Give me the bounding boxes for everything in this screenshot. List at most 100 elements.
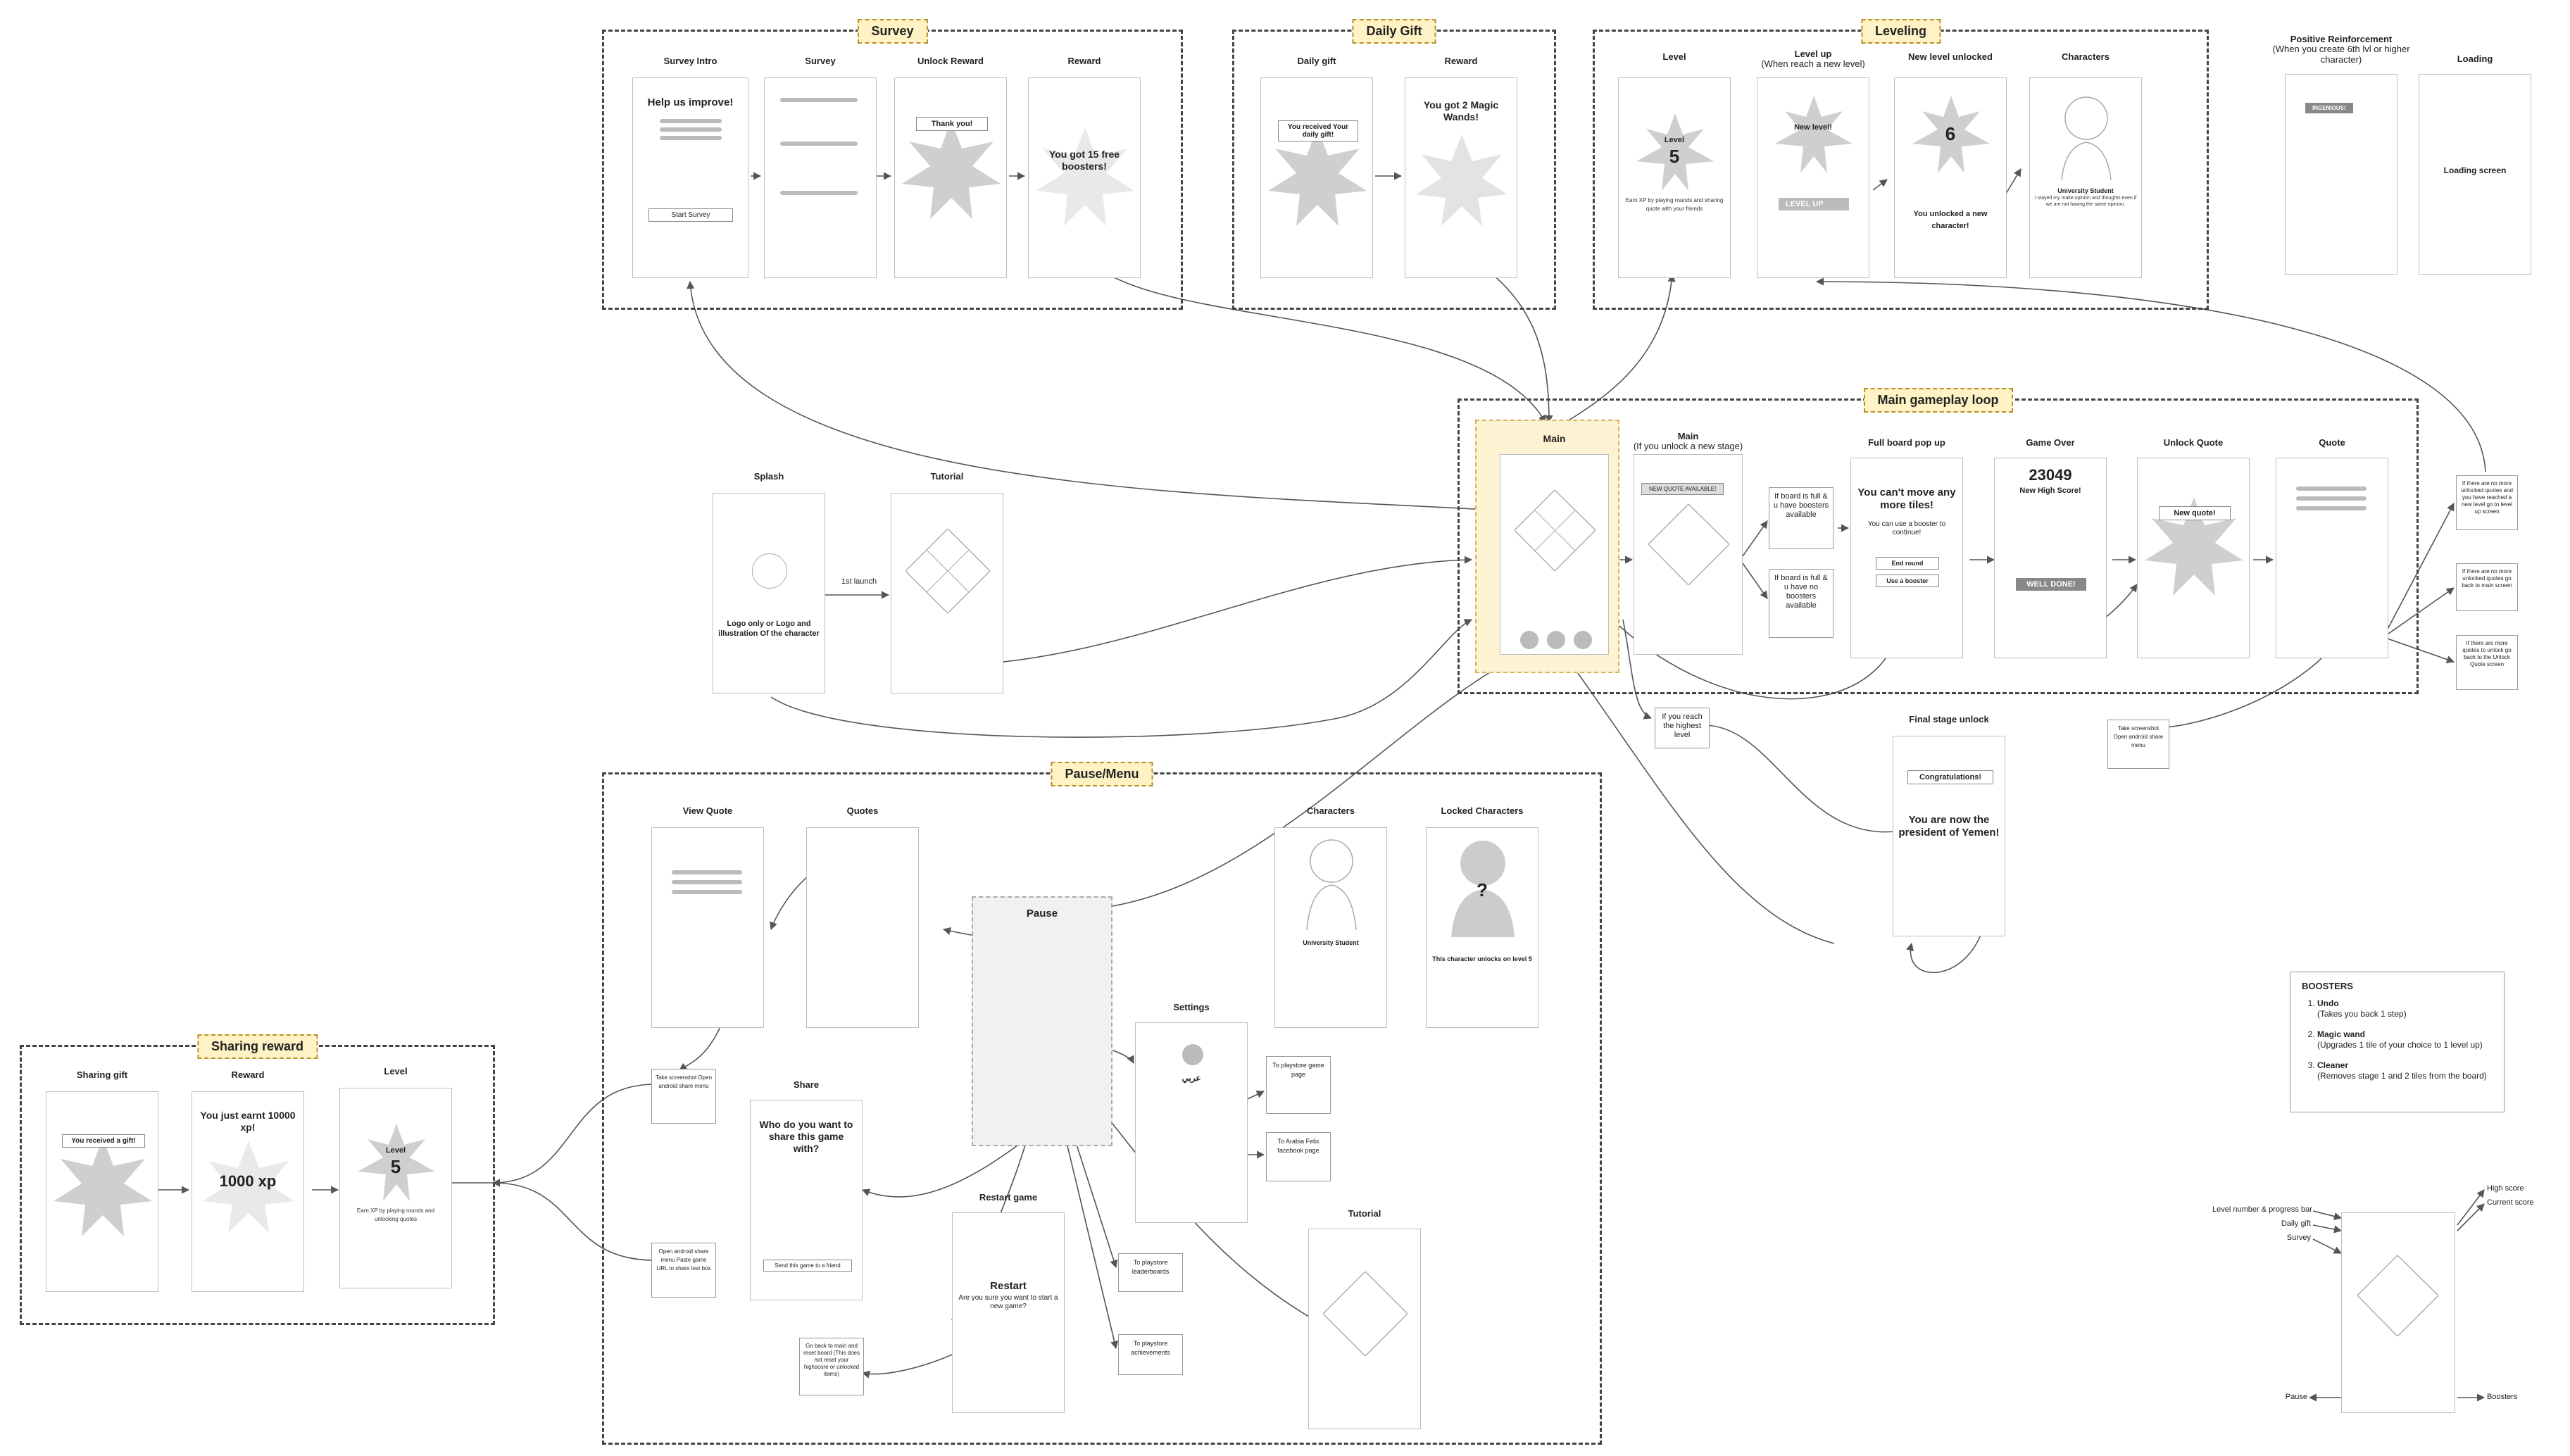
edge bbox=[2312, 1224, 2343, 1234]
screen-daily-gift: Daily gift You received Your daily gift! bbox=[1260, 56, 1373, 278]
burst-icon bbox=[54, 1138, 152, 1236]
group-pause-menu: Pause/Menu bbox=[602, 762, 1602, 1445]
full-subtext: You can use a booster to continue! bbox=[1867, 520, 1946, 536]
note-unlock: If there are more quotes to unlock go ba… bbox=[2456, 635, 2518, 690]
screen-main-annotated bbox=[2341, 1212, 2455, 1413]
congrats-banner: Congratulations! bbox=[1907, 770, 1993, 784]
magic-wand-booster-icon[interactable] bbox=[1547, 631, 1565, 649]
burst-icon bbox=[1268, 127, 1367, 226]
quote-line bbox=[2296, 506, 2367, 510]
level-burst-icon bbox=[358, 1124, 435, 1201]
legend-title: BOOSTERS bbox=[2302, 981, 2353, 991]
send-game-button[interactable]: Send this game to a friend bbox=[763, 1260, 852, 1272]
board-diamond-icon bbox=[905, 529, 990, 613]
quote-line bbox=[672, 880, 742, 884]
note-go-back: Go back to main and reset board (This do… bbox=[799, 1338, 864, 1395]
note-boosters: If board is full & u have boosters avail… bbox=[1769, 487, 1834, 549]
group-tag: Sharing reward bbox=[196, 1034, 318, 1059]
restart-heading: Restart bbox=[990, 1280, 1027, 1292]
new-quote-tag: NEW QUOTE AVAILABLE! bbox=[1641, 483, 1724, 495]
screen-title: Survey Intro bbox=[663, 56, 717, 66]
screen-title: New level unlocked bbox=[1908, 51, 1993, 62]
locked-character-icon bbox=[1451, 841, 1515, 937]
level-burst-icon bbox=[1912, 96, 1990, 173]
screen-unlock-quote: Unlock Quote New quote! bbox=[2137, 437, 2250, 658]
screen-title: Quote bbox=[2319, 437, 2345, 448]
end-round-button[interactable]: End round bbox=[1876, 557, 1939, 570]
question-line bbox=[780, 191, 858, 195]
screen-title: Unlock Quote bbox=[2163, 437, 2224, 448]
thank-you-banner: Thank you! bbox=[916, 117, 988, 131]
board-diamond-icon bbox=[1515, 490, 1596, 571]
level-burst-icon bbox=[1636, 113, 1714, 191]
booster-desc: (Upgrades 1 tile of your choice to 1 lev… bbox=[2317, 1040, 2483, 1050]
screen-title: View Quote bbox=[682, 805, 733, 816]
screen-title: Tutorial bbox=[930, 471, 964, 482]
booster-item: Magic wand(Upgrades 1 tile of your choic… bbox=[2317, 1029, 2493, 1050]
well-done-banner: WELL DONE! bbox=[2016, 578, 2086, 591]
undo-booster-icon[interactable] bbox=[1520, 631, 1538, 649]
screen-title: Characters bbox=[2062, 51, 2110, 62]
note-facebook[interactable]: To Arabia Felix facebook page bbox=[1266, 1132, 1331, 1181]
character-name: University Student bbox=[1303, 939, 1359, 946]
screen-positive-reinforcement: Positive Reinforcement (When you create … bbox=[2272, 34, 2410, 275]
screen-title: Full board pop up bbox=[1868, 437, 1945, 448]
unlock-banner: You unlocked a new character! bbox=[1913, 210, 1988, 230]
language-toggle[interactable]: عربي bbox=[1181, 1073, 1201, 1083]
level-label: Level bbox=[385, 1146, 406, 1155]
edge-label: 1st launch bbox=[841, 577, 877, 586]
screen-title: Level bbox=[384, 1066, 408, 1077]
level-up-button[interactable]: LEVEL UP bbox=[1779, 198, 1849, 211]
booster-list: Undo(Takes you back 1 step) Magic wand(U… bbox=[2302, 998, 2493, 1081]
cleaner-booster-icon[interactable] bbox=[1574, 631, 1592, 649]
note-share-menu: Open android share menu Paste game URL t… bbox=[651, 1243, 716, 1298]
screen-title: Restart game bbox=[979, 1192, 1038, 1203]
note-leaderboards[interactable]: To playstore leaderboards bbox=[1118, 1253, 1183, 1292]
group-tag: Daily Gift bbox=[1352, 19, 1436, 44]
group-tag: Pause/Menu bbox=[1051, 762, 1153, 786]
unlock-text: This character unlocks on level 5 bbox=[1432, 955, 1532, 962]
board-diamond-icon bbox=[2357, 1255, 2438, 1336]
level-number: 6 bbox=[1945, 123, 1956, 144]
screen-characters-menu: Characters University Student bbox=[1274, 805, 1387, 1028]
restart-text: Are you sure you want to start a new gam… bbox=[958, 1294, 1058, 1310]
share-heading: Who do you want to share this game with? bbox=[759, 1119, 853, 1154]
screen-title: Sharing gift bbox=[76, 1069, 128, 1080]
screen-title: Reward bbox=[1067, 56, 1101, 66]
note-main: If there are no more unlocked quotes go … bbox=[2456, 563, 2518, 611]
screen-subtitle: (If you unlock a new stage) bbox=[1633, 441, 1743, 451]
screen-subtitle: (When reach a new level) bbox=[1761, 58, 1865, 69]
quote-line bbox=[2296, 487, 2367, 491]
gift-banner: You received a gift! bbox=[62, 1134, 145, 1148]
screen-title: Unlock Reward bbox=[917, 56, 984, 66]
question-line bbox=[780, 142, 858, 146]
start-survey-button[interactable]: Start Survey bbox=[648, 208, 733, 222]
note-levelup: If there are no more unlocked quotes and… bbox=[2456, 475, 2518, 530]
reward-text: You just earnt 10000 xp! bbox=[200, 1110, 296, 1133]
group-tag: Survey bbox=[857, 19, 928, 44]
note-share-quote: Take screenshot Open android share menu bbox=[2107, 720, 2169, 769]
screen-title: Locked Characters bbox=[1441, 805, 1524, 816]
use-booster-button[interactable]: Use a booster bbox=[1876, 575, 1939, 587]
gift-banner: You received Your daily gift! bbox=[1278, 120, 1358, 142]
level-label: Level bbox=[1664, 136, 1685, 144]
screen-locked-characters: Locked Characters ? This character unloc… bbox=[1426, 805, 1538, 1028]
screen-level: Level Level 5 Earn XP by playing rounds … bbox=[1618, 51, 1731, 278]
annotation: Boosters bbox=[2487, 1393, 2518, 1401]
screen-settings: Settings عربي bbox=[1135, 1002, 1248, 1223]
screen-survey-reward: Reward You got 15 free boosters! bbox=[1028, 56, 1141, 278]
settings-icon[interactable] bbox=[1182, 1044, 1203, 1065]
screen-quote: Quote bbox=[2276, 437, 2388, 658]
burst-icon bbox=[902, 120, 1001, 219]
note-achievements[interactable]: To playstore achievements bbox=[1118, 1334, 1183, 1375]
boosters-legend: BOOSTERS Undo(Takes you back 1 step) Mag… bbox=[2290, 972, 2505, 1112]
character-desc: I stayed my make opinion and thoughts ev… bbox=[2034, 196, 2137, 207]
booster-name: Undo bbox=[2317, 998, 2339, 1008]
level-number: 5 bbox=[1669, 146, 1680, 167]
new-quote-banner: New quote! bbox=[2159, 506, 2231, 520]
screen-pause: Pause bbox=[972, 896, 1112, 1146]
note-playstore[interactable]: To playstore game page bbox=[1266, 1056, 1331, 1114]
screen-sharing-reward: Reward You just earnt 10000 xp! 1000 xp bbox=[192, 1069, 304, 1292]
note-view-quote-share: Take screenshot Open android share menu bbox=[651, 1069, 716, 1124]
